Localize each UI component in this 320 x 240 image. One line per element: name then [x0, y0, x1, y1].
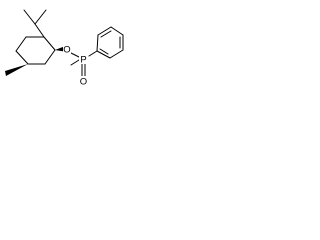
phenyl-bond-5 [109, 49, 124, 59]
c-o-wedge-bond [55, 46, 64, 52]
ring-bond-c2-c3 [44, 49, 56, 65]
ester-oxygen-label-bg [63, 44, 71, 54]
phosphoryl-oxygen-label: O [80, 77, 87, 88]
phenyl-bond-3 [110, 26, 124, 36]
p-methyl-bond [70, 59, 80, 66]
phenyl-bond-1 [96, 34, 99, 52]
ester-oxygen-label: O [63, 45, 70, 56]
ring-bond-c1-c2 [43, 36, 56, 51]
phenyl-bond-6 [96, 50, 111, 59]
phenyl-bond-2 [97, 26, 112, 36]
phosphinate-group [70, 50, 98, 77]
phenyl-inner-bond-a [100, 30, 112, 38]
ring-methyl-group [5, 64, 28, 76]
isopropyl-group [23, 9, 47, 38]
structure-diagram: O P O [5, 9, 124, 88]
phenyl-inner-bond-c [99, 48, 109, 55]
isopropyl-methyl-bond-1 [23, 9, 36, 25]
phosphorus-label-bg [79, 54, 88, 64]
phosphoryl-oxygen-label-bg [79, 76, 88, 86]
ring-bond-c5-c6 [15, 36, 27, 52]
o-p-bond [70, 52, 80, 58]
phenyl-ring [96, 26, 124, 59]
ring-methyl-wedge-bond [5, 64, 28, 76]
atom-labels: O P O [63, 44, 88, 88]
isopropyl-ch-bond [34, 23, 45, 38]
phosphorus-label: P [80, 55, 86, 66]
ester-linkage [55, 46, 80, 58]
isopropyl-methyl-bond-2 [34, 9, 47, 25]
ring-bond-c4-c5 [15, 50, 29, 65]
p-phenyl-bond [88, 50, 98, 57]
cyclohexane-ring [15, 36, 56, 65]
